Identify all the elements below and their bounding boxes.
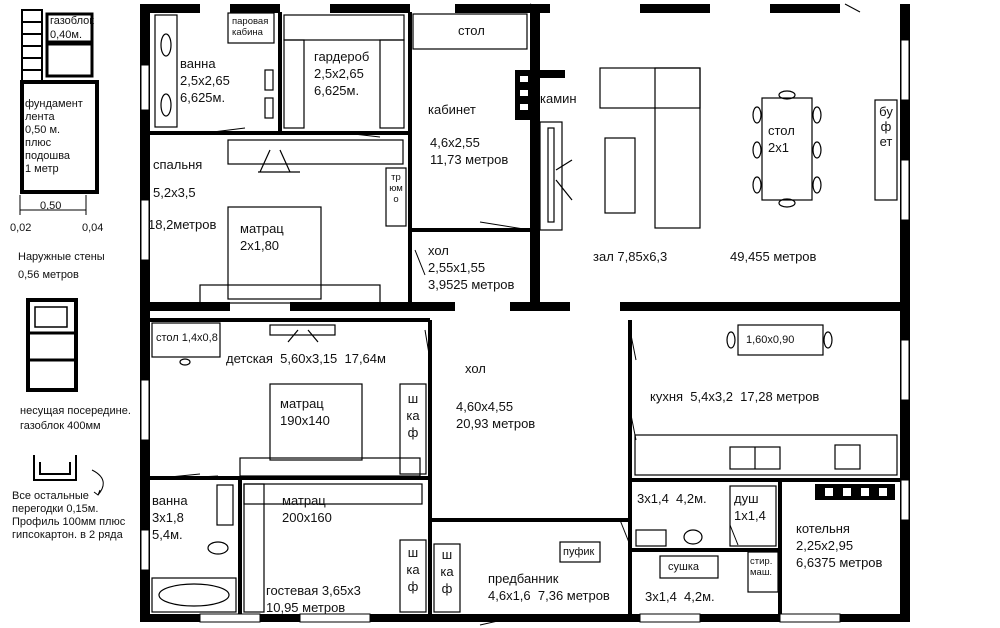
room-kitchen: кухня 5,4x3,2 17,28 метров	[650, 389, 820, 404]
dining-table-label: стол 2x1	[768, 123, 795, 155]
room-living-area: 49,455 метров	[730, 249, 817, 264]
room-living-name: зал 7,85x6,3	[593, 249, 668, 264]
vanity-label: трюмо	[389, 172, 403, 205]
room-bath-2: ванна 3x1,8 5,4м.	[152, 493, 188, 542]
pouf-label: пуфик	[563, 546, 595, 558]
legend-dim-002: 0,02	[10, 222, 32, 234]
room-hall-2-info: 4,60x4,55 20,93 метров	[456, 399, 536, 431]
room-bedroom-size: 5,2x3,5	[153, 185, 196, 200]
legend-outer-walls: Наружные стены 0,56 метров	[18, 251, 105, 281]
legend-foundation: фундамент лента 0,50 м. плюс подошва 1 м…	[25, 98, 83, 175]
legend-dim-004: 0,04	[82, 222, 104, 234]
room-study-name: кабинет	[428, 102, 476, 117]
buffet-label: буфет	[879, 104, 893, 149]
room-vestibule: предбанник 4,6x1,6 7,36 метров	[488, 571, 610, 603]
room-study-info: 4,6x2,55 11,73 метров	[430, 135, 509, 167]
legend-bearing-wall: несущая посередине. газоблок 400мм	[20, 405, 131, 432]
room-guest: гостевая 3,65x3 10,95 метров	[266, 583, 361, 615]
mattress-3-label: матрац 200x160	[282, 493, 332, 525]
boiler-vent	[815, 484, 895, 500]
room-shower: душ 1x1,4	[734, 491, 766, 523]
interior-walls	[150, 12, 900, 614]
bearing-wall	[150, 4, 910, 311]
legend-gasblock: газоблок 0,40м.	[50, 15, 95, 41]
closet-1-label: шкаф	[406, 391, 420, 440]
closet-3-label: шкаф	[440, 547, 454, 596]
room-boiler: котельня 2,25x2,95 6,6375 метров	[796, 521, 883, 570]
room-kids: детская 5,60x3,15 17,64м	[226, 351, 386, 366]
legend-dim-050: 0,50	[40, 200, 62, 212]
room-bath-1: ванна 2,5x2,65 6,625м.	[180, 56, 230, 105]
mattress-2-label: матрац 190x140	[280, 396, 330, 428]
steam-cabin-label: паровая кабина	[232, 16, 269, 38]
room-bedroom-name: спальня	[153, 157, 203, 172]
mattress-1-label: матрац 2x1,80	[240, 221, 284, 253]
windows	[140, 39, 910, 623]
room-b: 3x1,4 4,2м.	[645, 589, 715, 604]
fixtures	[151, 12, 898, 613]
door-swings	[159, 3, 861, 626]
room-wardrobe: гардероб 2,5x2,65 6,625м.	[314, 49, 370, 98]
room-hall-1: хол 2,55x1,55 3,9525 метров	[428, 243, 515, 292]
outer-walls	[140, 4, 910, 622]
kids-table-label: стол 1,4x0,8	[156, 332, 218, 344]
legend-partitions: Все остальные перегодки 0,15м. Профиль 1…	[12, 490, 126, 541]
dryer-label: сушка	[668, 561, 699, 573]
study-desk-label: стол	[458, 23, 485, 38]
fireplace-label: камин	[540, 91, 577, 106]
room-bedroom-area: 18,2метров	[148, 217, 217, 232]
washer-label: стир. маш.	[750, 556, 773, 578]
legend-graphics	[19, 9, 104, 496]
kitchen-table-label: 1,60x0,90	[746, 334, 795, 346]
room-hall-2-name: хол	[465, 361, 486, 376]
closet-2-label: шкаф	[406, 545, 420, 594]
room-a: 3x1,4 4,2м.	[637, 491, 707, 506]
fireplace-block	[515, 70, 565, 120]
